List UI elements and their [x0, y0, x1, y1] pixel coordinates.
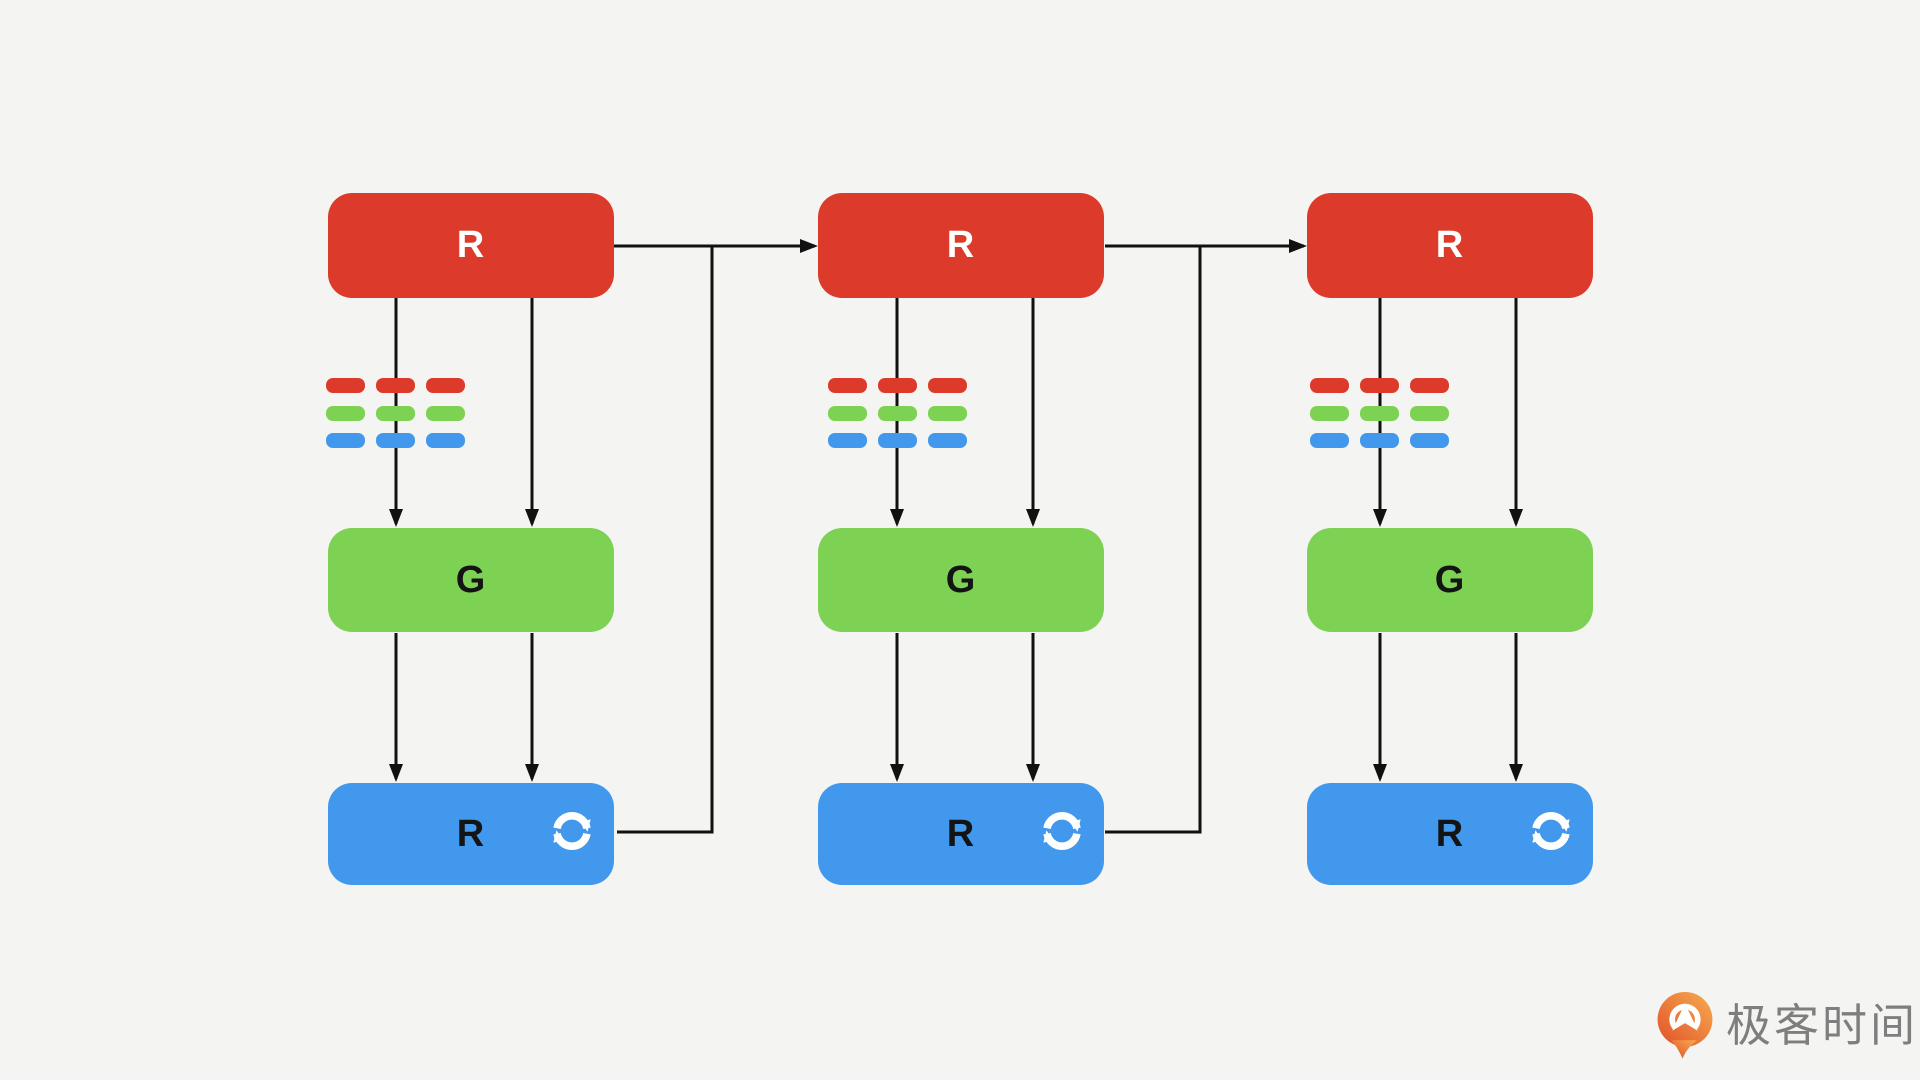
blue-node: R [1307, 783, 1593, 885]
node-label: R [946, 812, 976, 855]
dash-green [1410, 405, 1449, 421]
red-node: R [818, 193, 1104, 298]
dash-blue [928, 433, 967, 448]
dash-green [828, 405, 867, 421]
geektime-pin-icon [1657, 991, 1713, 1059]
logo-text: 极客时间 [1726, 1000, 1919, 1051]
dash-red [878, 378, 917, 393]
sync-icon [553, 812, 591, 850]
dash-blue [1410, 433, 1449, 448]
dash-blue [828, 433, 867, 448]
geektime-logo: 极客时间 [1654, 991, 1918, 1061]
dash-blue [878, 433, 917, 448]
node-label: G [945, 558, 977, 601]
node-label: R [1435, 812, 1465, 855]
node-label: G [1434, 558, 1466, 601]
dash-blue [426, 433, 465, 448]
rgb-dash-grid [828, 378, 967, 448]
dash-green [326, 405, 365, 421]
red-node: R [328, 193, 614, 298]
dash-green [1310, 405, 1349, 421]
dash-green [1360, 405, 1399, 421]
column-1: R G R [326, 0, 614, 1080]
dash-green [928, 405, 967, 421]
dash-red [326, 378, 365, 393]
blue-node: R [328, 783, 614, 885]
dash-blue [326, 433, 365, 448]
dash-red [426, 378, 465, 393]
dash-green [376, 405, 415, 421]
column-3: R G R [1307, 0, 1593, 1080]
sync-icon [1532, 812, 1570, 850]
feedback-elbow-col1-to-col2 [617, 247, 714, 834]
green-node: G [1307, 528, 1593, 632]
dash-blue [1360, 433, 1399, 448]
green-node: G [818, 528, 1104, 632]
dash-red [1310, 378, 1349, 393]
dash-red [828, 378, 867, 393]
green-node: G [328, 528, 614, 632]
feedback-elbow-col2-to-col3 [1105, 247, 1202, 834]
dash-red [1410, 378, 1449, 393]
blue-node: R [818, 783, 1104, 885]
red-node: R [1307, 193, 1593, 298]
dash-red [1360, 378, 1399, 393]
sync-icon [1043, 812, 1081, 850]
rgb-dash-grid [1310, 378, 1449, 448]
node-label: R [456, 224, 486, 266]
dash-green [426, 405, 465, 421]
dash-red [928, 378, 967, 393]
node-label: R [456, 812, 486, 855]
node-label: G [455, 558, 487, 601]
rgb-dash-grid [326, 378, 465, 448]
node-label: R [946, 224, 976, 266]
column-2: R G R [818, 0, 1104, 1080]
dash-green [878, 405, 917, 421]
node-label: R [1435, 224, 1465, 266]
dash-blue [1310, 433, 1349, 448]
dash-red [376, 378, 415, 393]
dash-blue [376, 433, 415, 448]
